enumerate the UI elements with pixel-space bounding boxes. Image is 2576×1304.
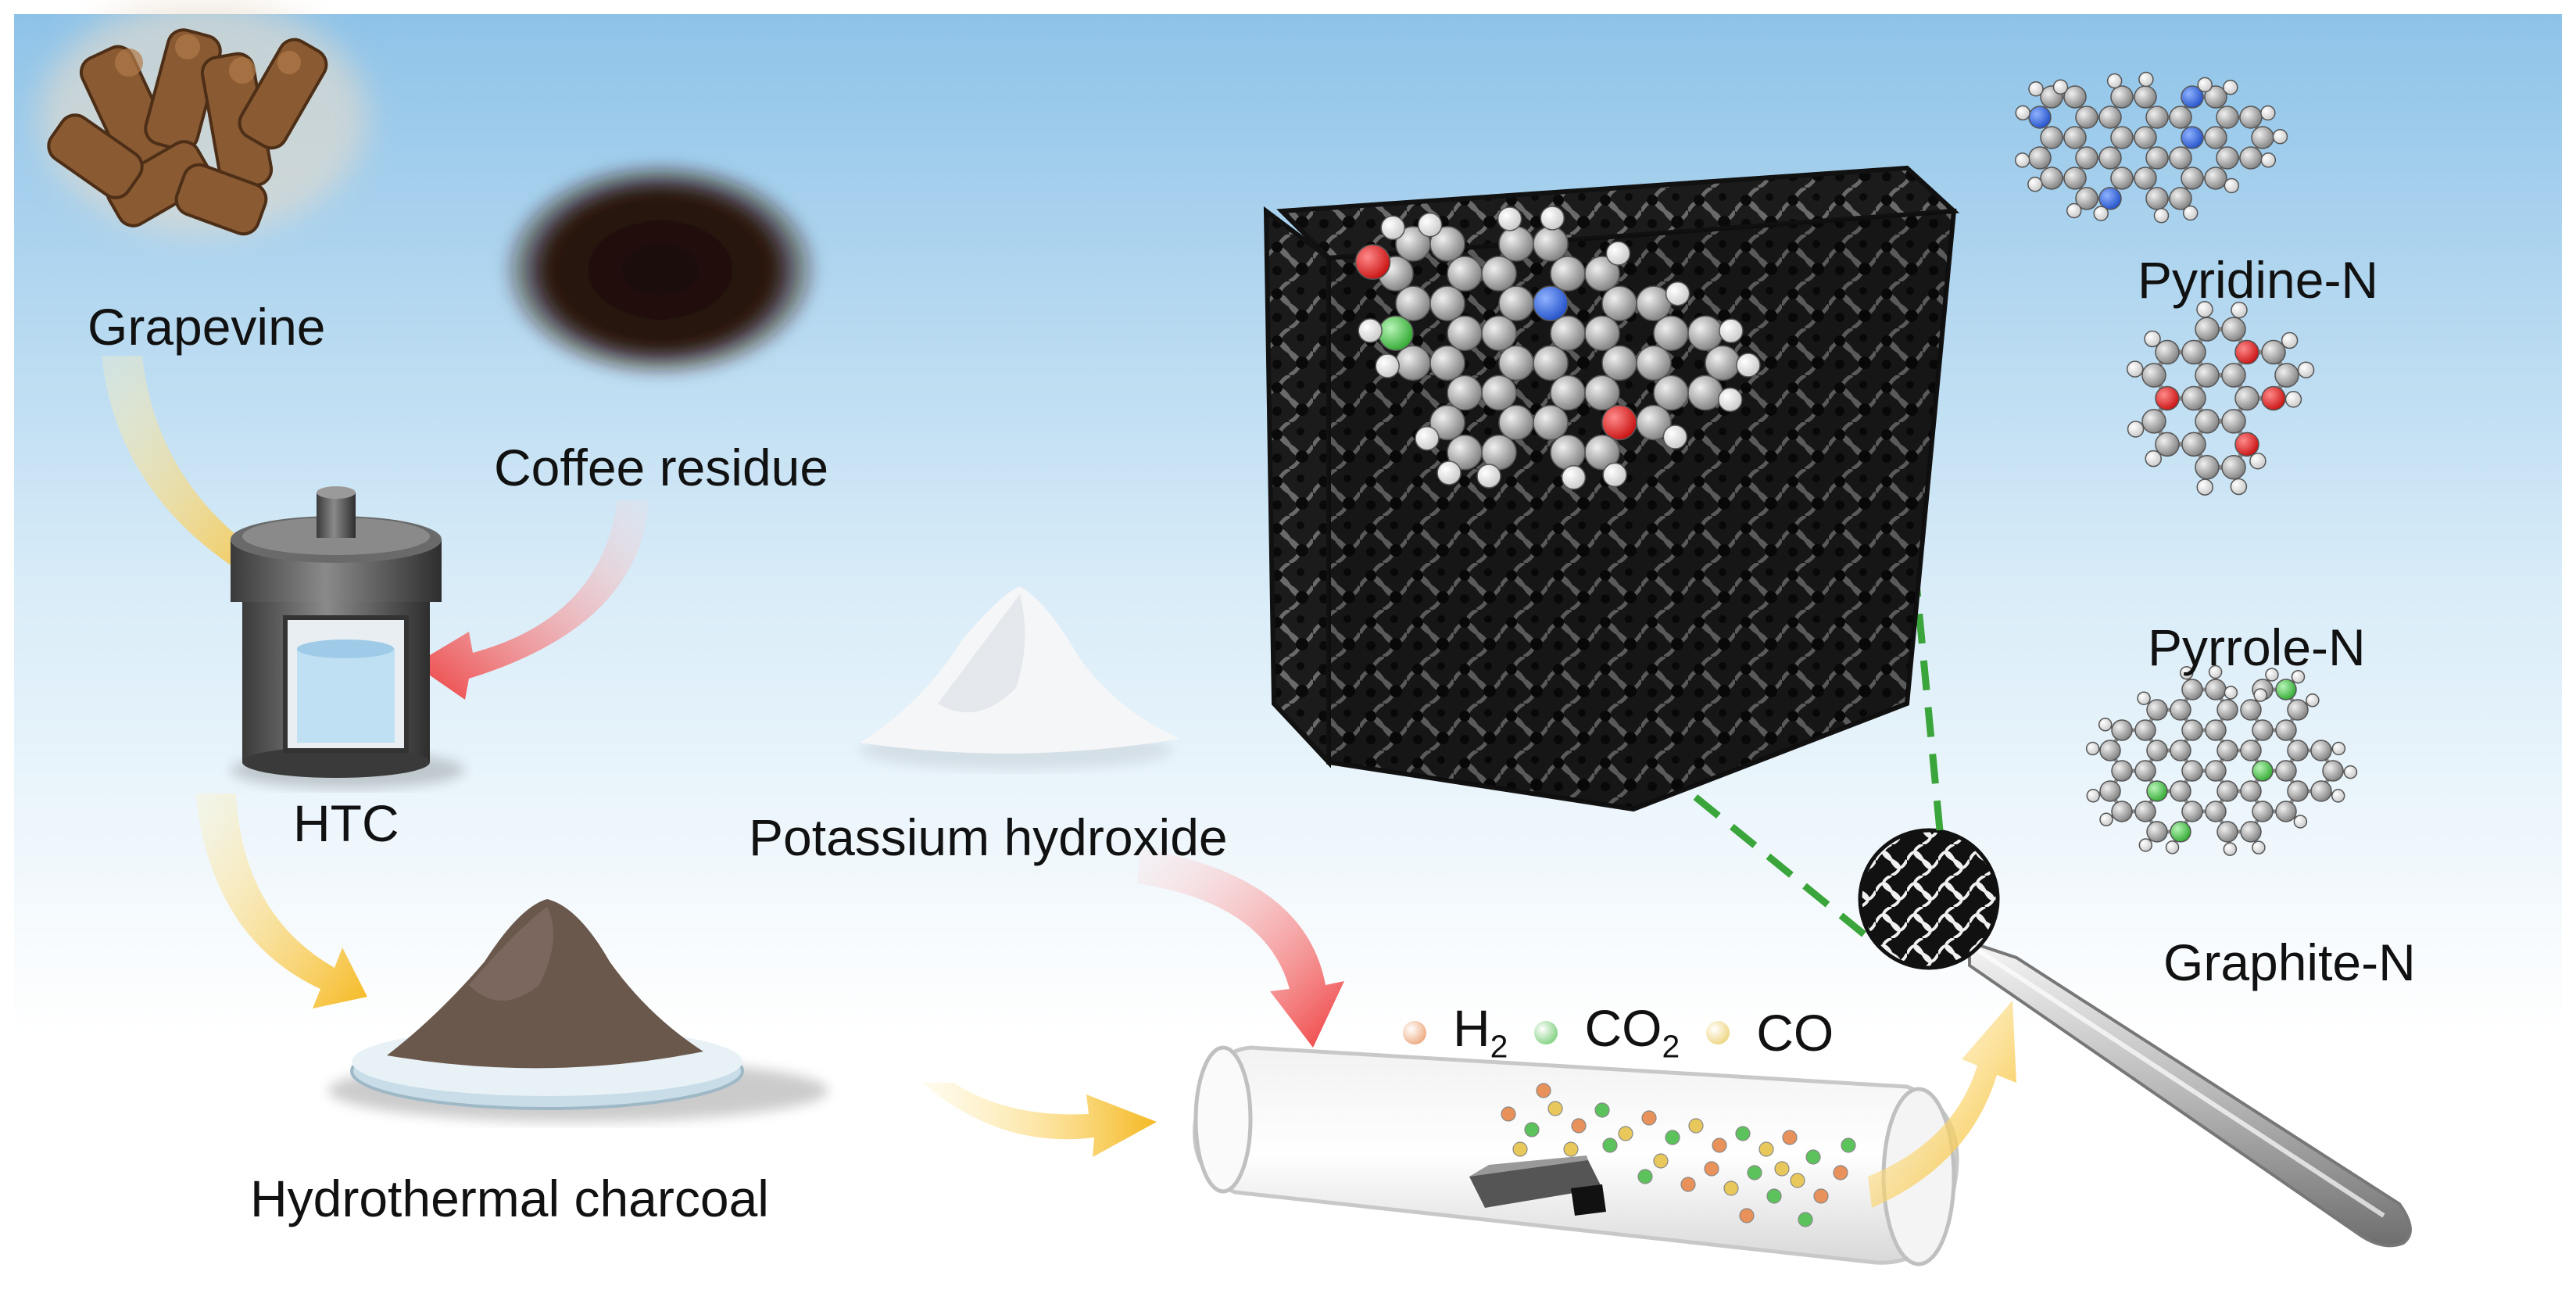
tweezers-image [1968,940,2412,1248]
arrow-coffee-to-htc [414,500,649,700]
gas-particle [1501,1106,1516,1122]
htc-label: HTC [293,794,399,852]
pyrrole-n-label: Pyrrole-N [2148,618,2366,676]
gas-particle [1571,1118,1587,1134]
gas-particle [1805,1149,1821,1165]
gas-particle [1758,1141,1774,1157]
co-particle-icon [1706,1020,1730,1044]
graphite-n-label: Graphite-N [2163,933,2416,991]
gas-particle [1637,1169,1653,1184]
gas-legend-item-co: CO [1706,1007,1834,1059]
coffee-residue-image [500,160,821,379]
gas-particle [1524,1122,1540,1137]
gas-particle [1774,1161,1790,1177]
htc-reactor-image [231,486,465,789]
grapevine-label: Grapevine [88,298,326,356]
gas-particle [1833,1165,1848,1180]
porous-carbon-cube [1263,165,1960,812]
gas-particle [1723,1180,1739,1196]
gas-particle [1653,1153,1669,1169]
gas-legend: H2 CO2 CO [1403,1002,1834,1062]
gas-particle [1782,1130,1798,1145]
gas-particle [1735,1126,1751,1141]
co2-subscript: 2 [1662,1028,1680,1065]
pyridine-n-molecule [2014,71,2288,224]
grapevine-pellets-image [39,0,367,236]
gas-particle [1563,1141,1579,1157]
cube-molecule-model [1354,206,1761,490]
gas-particle [1594,1102,1610,1118]
gas-particle [1790,1173,1805,1188]
porous-carbon-sample [1858,828,2000,970]
hydrothermal-charcoal-image [328,899,828,1122]
arrow-charcoal-to-tube [922,1083,1157,1157]
pyridine-n-label: Pyridine-N [2138,251,2379,309]
gas-particle [1618,1126,1633,1141]
gas-particle [1680,1177,1696,1192]
gas-particle [1813,1188,1829,1204]
gas-particle [1747,1165,1762,1180]
gas-particle [1798,1212,1813,1227]
h2-subscript: 2 [1490,1028,1508,1065]
gas-particle [1602,1137,1618,1153]
h2-particle-icon [1403,1020,1426,1044]
gas-particle [1704,1161,1719,1177]
gas-legend-item-co2: CO2 [1534,1002,1680,1062]
gas-particle [1766,1188,1782,1204]
gas-particle [1641,1110,1657,1126]
gas-particle [1841,1137,1856,1153]
arrow-grapevine-to-htc [102,356,309,602]
gas-particle [1512,1141,1528,1157]
gas-legend-item-h2: H2 [1403,1002,1508,1062]
arrow-koh-to-tube [1137,848,1344,1048]
coffee-residue-label: Coffee residue [494,439,829,496]
h2-text: H [1453,999,1490,1057]
gas-particle [1665,1130,1680,1145]
potassium-hydroxide-powder-image [860,586,1180,770]
gas-particle [1712,1137,1727,1153]
gas-particles [1501,1083,1856,1227]
co2-particle-icon [1534,1020,1558,1044]
gas-particle [1688,1118,1704,1134]
co2-text: CO [1584,999,1662,1057]
hydrothermal-charcoal-label: Hydrothermal charcoal [250,1170,769,1227]
graphite-n-molecule [2085,665,2358,856]
gas-particle [1547,1101,1563,1116]
co-text: CO [1756,1003,1834,1062]
arrow-htc-to-charcoal [195,794,367,1008]
gas-particle [1739,1208,1755,1223]
potassium-hydroxide-label: Potassium hydroxide [749,808,1228,866]
arrow-tube-to-product [1868,1001,2016,1208]
pyrrole-n-molecule [2127,301,2315,496]
gas-particle [1536,1083,1551,1098]
